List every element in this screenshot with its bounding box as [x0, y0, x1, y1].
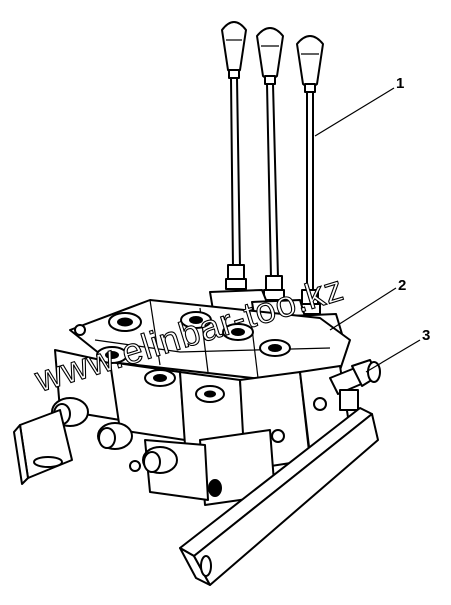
- leader-lines: [314, 87, 421, 373]
- callout-2: 2: [398, 277, 406, 294]
- callout-3: 3: [422, 327, 430, 344]
- lever-right: [296, 35, 324, 315]
- callout-1: 1: [396, 75, 404, 92]
- bottom-bracket: [179, 407, 379, 586]
- lever-left: [221, 21, 247, 290]
- left-bracket: [13, 409, 73, 485]
- top-ports: [96, 311, 291, 403]
- right-fitting: [329, 359, 381, 411]
- control-levers: [221, 21, 324, 315]
- lever-middle: [256, 27, 285, 301]
